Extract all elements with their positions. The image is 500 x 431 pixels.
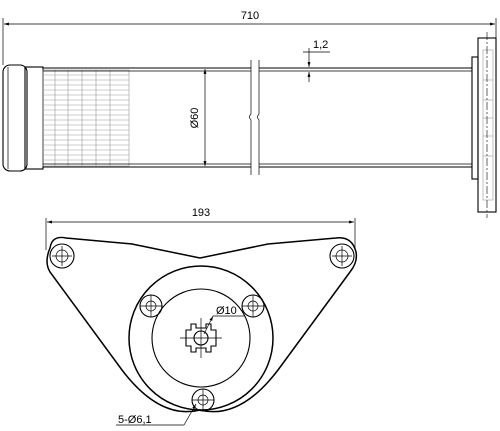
flange-side [471, 32, 497, 218]
hub-hole-left [139, 294, 163, 318]
corner-hole-left [49, 243, 75, 269]
flange-outline [46, 236, 358, 413]
bolt-hole-label: 5-Ø6,1 [118, 414, 152, 426]
front-view: 193 [45, 207, 358, 426]
wall-thickness-label: 1,2 [313, 39, 328, 51]
side-view: 710 [2, 10, 497, 218]
center-spline [180, 318, 222, 358]
center-hole-label: Ø10 [216, 305, 237, 317]
diameter-dimension-label: Ø60 [189, 108, 201, 129]
hub-outer-circle [128, 265, 274, 411]
length-dimension-label: 710 [241, 10, 259, 22]
corner-hole-right [329, 243, 355, 269]
break-lines [249, 60, 260, 175]
hub-hole-bottom [191, 388, 215, 412]
hub-hole-right [241, 294, 265, 318]
flange-width-label: 193 [192, 207, 210, 219]
hub-inner-circle [151, 288, 251, 388]
end-cap [2, 64, 130, 172]
